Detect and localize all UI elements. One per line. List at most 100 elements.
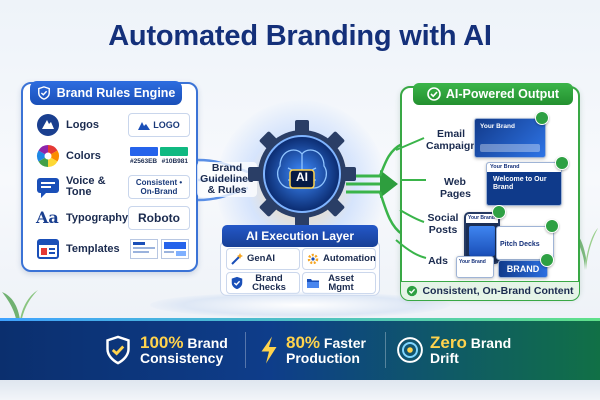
- logo-mark-icon: [138, 122, 151, 130]
- shield-check-icon: [106, 335, 130, 365]
- connector-label: Brand Guidelines & Rules: [197, 162, 257, 197]
- phone-preview-brand: Your Brand: [466, 214, 498, 223]
- genai-icon: [231, 253, 243, 265]
- stats-banner: [0, 318, 600, 380]
- ai-badge: AI: [296, 170, 308, 184]
- check-circle-icon: [427, 87, 441, 101]
- color-sample: #2563EB #10B981: [128, 144, 190, 168]
- color-code-green: #10B981: [161, 158, 188, 165]
- stat-text-b: Production: [286, 349, 360, 366]
- stat-text: 100% Brand Consistency: [140, 332, 228, 366]
- stat-text-b: Consistency: [140, 349, 224, 366]
- template-sample: [128, 237, 190, 261]
- swatch-green: [160, 147, 188, 156]
- module-brand-checks: Brand Checks: [226, 272, 300, 294]
- phone-preview-image: [469, 226, 495, 256]
- ai-layer-title: AI Execution Layer: [222, 225, 378, 247]
- channel-label-ads: Ads: [428, 255, 448, 267]
- rule-label: Colors: [66, 149, 101, 162]
- output-footer-text: Consistent, On-Brand Content: [422, 285, 574, 297]
- module-label: Automation: [323, 253, 376, 265]
- check-icon: [555, 156, 569, 170]
- module-label: GenAI: [247, 253, 275, 265]
- web-preview: Your Brand Welcome to Our Brand: [486, 162, 562, 206]
- target-icon: [397, 337, 423, 363]
- folder-icon: [307, 279, 319, 288]
- swatch-blue: [130, 147, 158, 156]
- output-footer: Consistent, On-Brand Content: [400, 281, 580, 301]
- channel-label-social: Social Posts: [427, 212, 459, 236]
- check-icon: [540, 253, 554, 267]
- rule-row-templates: Templates: [36, 234, 196, 264]
- web-preview-headline: Welcome to Our Brand: [493, 176, 547, 191]
- stat-divider: [245, 332, 246, 368]
- email-preview-brand: Your Brand: [480, 123, 515, 130]
- module-label: Brand Checks: [252, 272, 286, 293]
- template-thumb-icon: [129, 239, 158, 259]
- color-codes: #2563EB #10B981: [130, 158, 188, 165]
- rule-label: Typography: [66, 211, 129, 224]
- automation-icon: [307, 253, 319, 265]
- stat-text-b: Drift: [430, 349, 459, 366]
- output-branch-arrows: [395, 137, 427, 259]
- check-circle-icon: [407, 285, 418, 297]
- typography-sample: Roboto: [128, 206, 190, 230]
- color-swatches: [130, 147, 188, 156]
- typography-icon: Aa: [36, 208, 59, 227]
- check-icon: [535, 111, 549, 125]
- ad-small-preview: Your Brand: [456, 256, 494, 278]
- stat-text: 80% Faster Production: [286, 332, 366, 366]
- bottom-fade: [0, 380, 600, 400]
- stat-speed: 80% Faster Production: [258, 330, 366, 370]
- stat-text: Zero Brand Drift: [430, 332, 512, 366]
- template-icon: [37, 239, 59, 259]
- logo-icon: [37, 114, 59, 136]
- stat-highlight: Zero: [430, 332, 467, 352]
- ad-small-brand: Your Brand: [459, 259, 486, 265]
- output-header: AI-Powered Output: [413, 83, 573, 105]
- stat-text-a: Faster: [323, 334, 366, 351]
- brand-rules-header: Brand Rules Engine: [30, 81, 182, 105]
- stat-highlight: 80%: [286, 332, 321, 352]
- email-preview: Your Brand: [474, 118, 546, 158]
- flow-arrows-out: [346, 142, 403, 236]
- stat-text-a: Brand: [470, 334, 512, 351]
- stat-divider: [385, 332, 386, 368]
- stat-text-a: Brand: [187, 334, 228, 351]
- email-preview-bar: [480, 144, 540, 152]
- web-preview-brand: Your Brand: [487, 163, 561, 172]
- output-title: AI-Powered Output: [445, 87, 560, 101]
- shield-check-icon: [37, 86, 50, 100]
- template-thumb-icon: [160, 239, 189, 259]
- color-wheel-icon: [37, 145, 59, 167]
- channel-label-email: Email Campaigns: [426, 128, 483, 152]
- shield-check-icon: [231, 276, 243, 290]
- rule-row-colors: Colors #2563EB #10B981: [36, 141, 196, 171]
- channel-label-web: Web Pages: [440, 176, 471, 200]
- module-asset-mgmt: Asset Mgmt: [302, 272, 376, 294]
- rule-row-voice: Voice & Tone Consistent • On-Brand: [36, 172, 196, 202]
- rule-row-logos: Logos LOGO: [36, 110, 196, 140]
- pitch-deck-label: Pitch Decks: [500, 241, 540, 248]
- module-automation: Automation: [302, 248, 376, 270]
- rule-label: Templates: [66, 242, 120, 255]
- phone-preview: Your Brand: [464, 212, 500, 264]
- pedestal-glow: [150, 292, 450, 318]
- ai-gear-icon: [248, 120, 356, 228]
- ad-banner-preview: BRAND: [498, 260, 548, 278]
- module-genai: GenAI: [226, 248, 300, 270]
- module-label: Asset Mgmt: [328, 272, 354, 293]
- page-title: Automated Branding with AI: [108, 20, 492, 52]
- rule-row-typography: Aa Typography Roboto: [36, 203, 196, 233]
- chat-icon: [37, 178, 59, 198]
- stat-highlight: 100%: [140, 332, 184, 352]
- logo-sample-text: LOGO: [153, 120, 180, 130]
- color-code-blue: #2563EB: [130, 158, 158, 165]
- stat-consistency: 100% Brand Consistency: [104, 330, 228, 370]
- check-icon: [492, 205, 506, 219]
- logo-sample: LOGO: [128, 113, 190, 137]
- rule-label: Logos: [66, 118, 99, 131]
- stat-drift: Zero Brand Drift: [396, 330, 511, 370]
- brand-rules-title: Brand Rules Engine: [56, 86, 176, 100]
- banner-accent-line: [0, 318, 600, 321]
